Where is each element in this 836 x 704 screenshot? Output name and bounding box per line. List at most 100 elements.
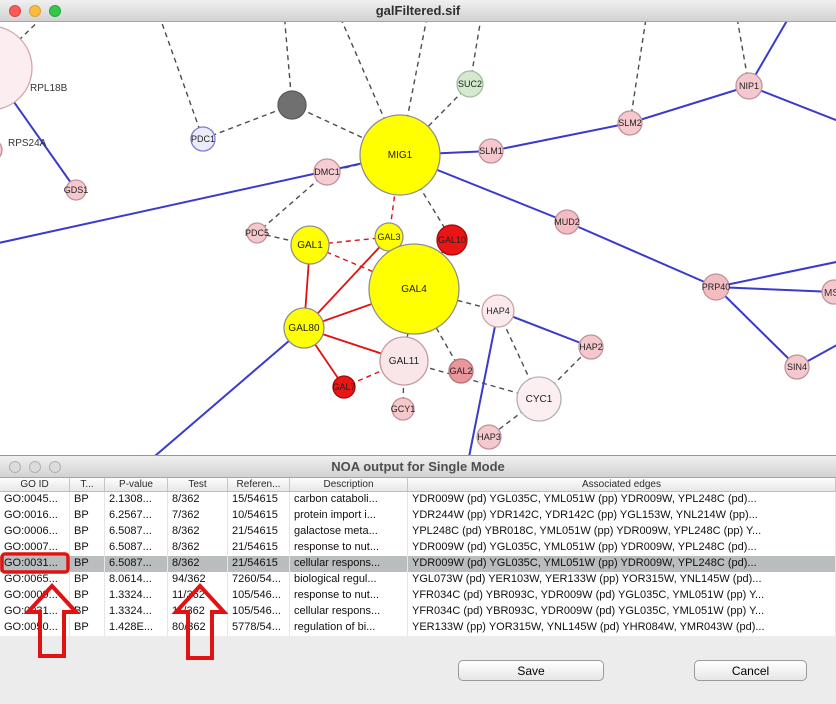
minimize-button[interactable] [29,461,41,473]
node-label: CYC1 [526,394,553,405]
table-cell: 105/546... [228,588,290,604]
close-button[interactable] [9,5,21,17]
table-cell: 6.2567... [105,508,168,524]
table-cell: 7/362 [168,508,228,524]
node-label: RPS24A [8,138,47,149]
save-button[interactable]: Save [458,660,604,681]
network-window-title: galFiltered.sif [375,3,461,18]
table-cell: 1.3324... [105,604,168,620]
node-GAL1[interactable]: GAL1 [290,225,330,265]
table-cell: 7260/54... [228,572,290,588]
column-header[interactable]: Associated edges [408,478,836,491]
node-GAL11[interactable]: GAL11 [379,336,429,386]
edge-dash [202,104,293,140]
table-cell: 1.3324... [105,588,168,604]
table-cell: 8/362 [168,540,228,556]
node-RPS24A[interactable] [0,139,3,161]
table-cell: BP [70,620,105,636]
node-HAP4[interactable]: HAP4 [481,294,515,328]
table-cell: GO:0031... [0,604,70,620]
node-label: MS [824,288,836,299]
edge-dash [497,310,540,400]
table-cell: YPL248C (pd) YBR018C, YML051W (pp) YDR00… [408,524,836,540]
node-PRP40[interactable]: PRP40 [702,273,731,301]
table-cell: cellular respons... [290,556,408,572]
node-label: GAL7 [332,382,355,392]
node-label: GAL11 [389,356,420,367]
zoom-button[interactable] [49,461,61,473]
node-HAP3[interactable]: HAP3 [476,424,502,450]
node-GDS1[interactable]: GDS1 [64,179,89,201]
node-MS[interactable] [821,279,836,305]
column-header[interactable]: Referen... [228,478,290,491]
table-cell: response to nut... [290,588,408,604]
node-SUC2[interactable]: SUC2 [456,70,484,98]
table-cell: 8/362 [168,556,228,572]
table-cell: YDR009W (pd) YGL035C, YML051W (pp) YDR00… [408,492,836,508]
edge-dash [399,22,427,156]
node-label: GAL2 [449,366,472,376]
column-header[interactable]: T... [70,478,105,491]
node-RPL18B[interactable] [0,26,33,110]
node-DMC1[interactable]: DMC1 [313,158,341,186]
column-header[interactable]: Test [168,478,228,491]
table-cell: YDR009W (pd) YGL035C, YML051W (pp) YDR00… [408,556,836,572]
table-cell: YDR244W (pp) YDR142C, YDR142C (pp) YGL15… [408,508,836,524]
node-MIG1[interactable]: MIG1 [359,114,441,196]
node-NIP1[interactable]: NIP1 [735,72,763,100]
table-cell: 21/54615 [228,556,290,572]
node-PDC1[interactable]: PDC1 [190,126,216,152]
node-HAP2[interactable]: HAP2 [578,334,604,360]
table-cell: 6.5087... [105,540,168,556]
node-GAL4[interactable]: GAL4 [368,243,460,335]
node-GAL80[interactable]: GAL80 [283,307,325,349]
node-SLM1[interactable]: SLM1 [478,138,504,164]
node-GAL10[interactable]: GAL10 [436,224,468,256]
node-MUD2[interactable]: MUD2 [554,209,580,235]
table-cell: response to nut... [290,540,408,556]
node-GRAY[interactable] [277,90,307,120]
column-header[interactable]: Description [290,478,408,491]
node-SIN4[interactable]: SIN4 [784,354,810,380]
node-GCY1[interactable]: GCY1 [391,397,416,421]
traffic-lights [9,5,61,17]
noa-window-titlebar[interactable]: NOA output for Single Mode [0,456,836,478]
table-cell: YGL073W (pd) YER103W, YER133W (pp) YOR31… [408,572,836,588]
network-window-titlebar[interactable]: galFiltered.sif [0,0,836,22]
node-label: SUC2 [458,79,482,89]
node-SLM2[interactable]: SLM2 [617,110,643,136]
minimize-button[interactable] [29,5,41,17]
node-GAL7[interactable]: GAL7 [332,375,356,399]
node-label: MIG1 [388,150,413,161]
table-cell: 21/54615 [228,524,290,540]
zoom-button[interactable] [49,5,61,17]
node-CYC1[interactable]: CYC1 [516,376,562,422]
edge-dash [629,22,647,124]
table-cell: protein import i... [290,508,408,524]
table-cell: 2.1308... [105,492,168,508]
edge-blue [490,122,631,152]
column-header[interactable]: P-value [105,478,168,491]
cancel-button[interactable]: Cancel [694,660,807,681]
edge-blue [629,85,750,124]
node-label: RPL18B [30,83,68,94]
node-GAL2[interactable]: GAL2 [448,358,474,384]
column-header[interactable]: GO ID [0,478,70,491]
edge-dash [399,154,453,241]
table-cell: 11/362 [168,588,228,604]
node-PDC5[interactable]: PDC5 [245,222,269,244]
close-button[interactable] [9,461,21,473]
